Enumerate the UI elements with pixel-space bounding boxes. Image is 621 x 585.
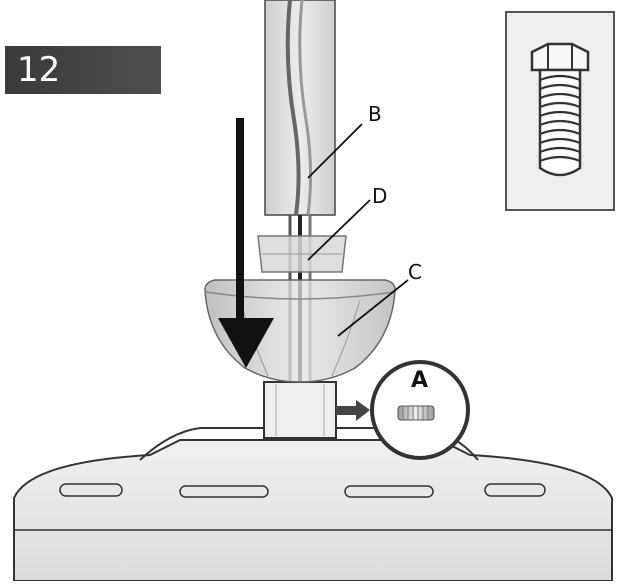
leader-lines — [307, 123, 409, 337]
label-a: A — [411, 368, 429, 393]
coupler-clip — [257, 235, 347, 273]
down-arrow-icon — [218, 118, 274, 368]
right-arrow-icon — [336, 400, 370, 421]
label-c: C — [408, 260, 422, 284]
label-d: D — [372, 184, 388, 208]
hex-bolt-icon — [530, 42, 590, 177]
detail-circle-a — [370, 360, 470, 460]
collar — [263, 381, 337, 439]
canopy-dome — [204, 279, 396, 383]
downrod — [264, 0, 336, 216]
motor-housing — [13, 427, 613, 582]
step-number-badge: 12 — [5, 46, 161, 94]
label-b: B — [368, 102, 382, 126]
